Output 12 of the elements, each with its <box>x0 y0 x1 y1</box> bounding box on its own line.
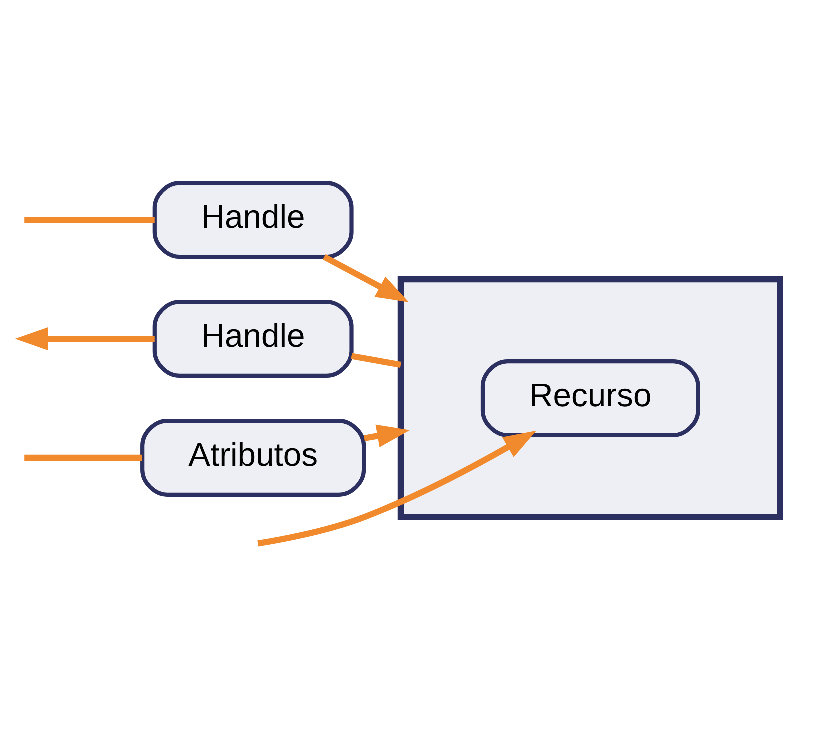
arrow <box>15 327 155 350</box>
node-box: Handle <box>152 180 354 259</box>
arrow <box>258 430 537 546</box>
arrow <box>364 424 410 447</box>
connector <box>24 216 155 223</box>
cluster <box>398 276 784 520</box>
arrow <box>322 254 410 302</box>
node-box: Atributos <box>140 418 366 496</box>
node-box: Recurso <box>480 359 700 437</box>
connector <box>351 352 402 368</box>
node-box: Handle <box>152 300 354 378</box>
connector <box>24 454 142 461</box>
